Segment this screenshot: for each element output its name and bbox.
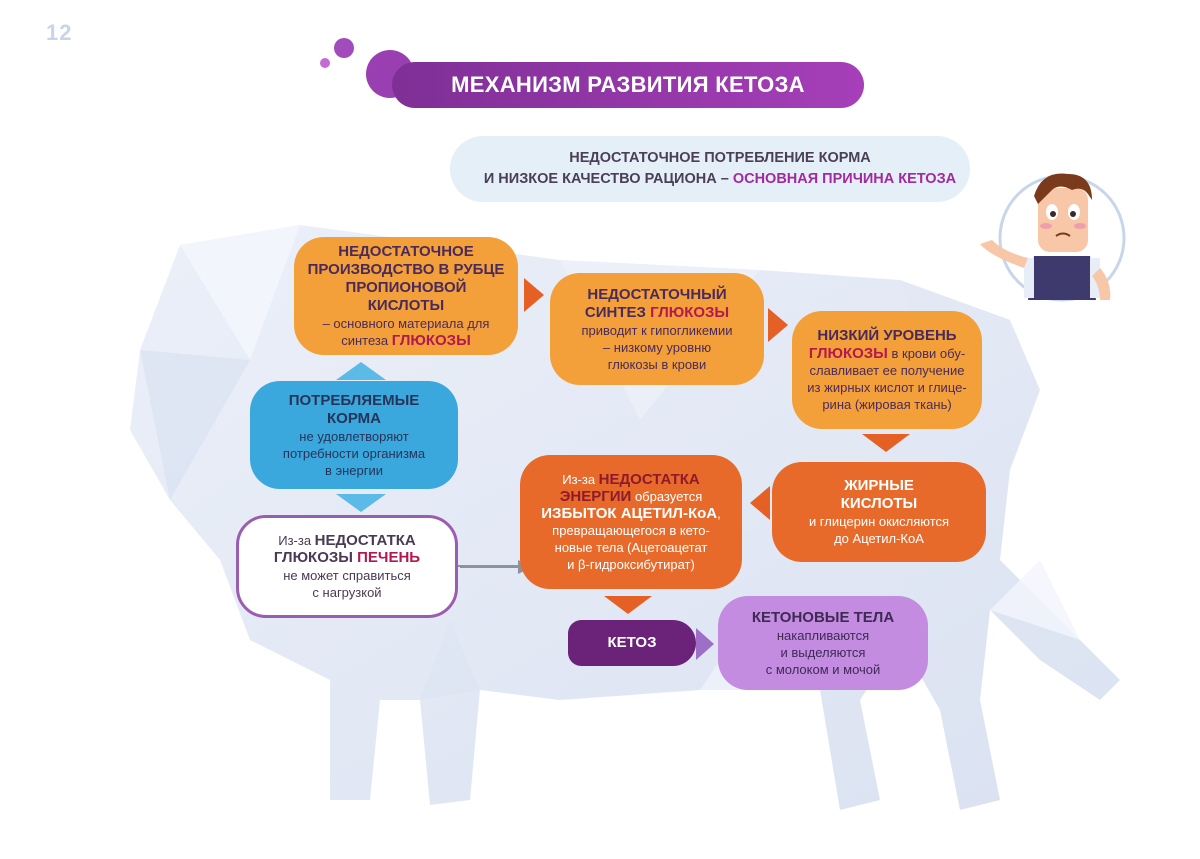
- box-propionic-head-1: НЕДОСТАТОЧНОЕ: [338, 243, 474, 260]
- box-feed-head-1: ПОТРЕБЛЯЕМЫЕ: [288, 391, 420, 409]
- box-liver-body-2: с нагрузкой: [312, 585, 382, 600]
- box-fatty-acids: ЖИРНЫЕ КИСЛОТЫ и глицерин окисляются до …: [772, 462, 986, 562]
- box-lowgl-body-3: из жирных кислот и глице-: [807, 380, 967, 395]
- box-propionic-highlight: ГЛЮКОЗЫ: [391, 332, 471, 349]
- box-acetyl-body-1: превращающегося в кето-: [552, 523, 710, 538]
- arrow-down-1: [862, 434, 910, 452]
- page-title: МЕХАНИЗМ РАЗВИТИЯ КЕТОЗА: [392, 62, 864, 108]
- arrow-right-3: [696, 628, 714, 660]
- subtitle: НЕДОСТАТОЧНОЕ ПОТРЕБЛЕНИЕ КОРМА И НИЗКОЕ…: [440, 148, 1000, 190]
- box-ketosis-label: КЕТОЗ: [607, 634, 657, 651]
- box-acetyl-line-2-plain: образуется: [631, 489, 703, 504]
- box-feed-body-1: не удовлетворяют: [299, 428, 409, 444]
- box-acetyl-body-2: новые тела (Ацетоацетат: [554, 540, 708, 555]
- box-fatty-head-1: ЖИРНЫЕ: [844, 477, 914, 494]
- box-acetyl-line-3-bold: ИЗБЫТОК АЦЕТИЛ-КоА: [541, 505, 718, 522]
- box-lowgl-body-4: рина (жировая ткань): [822, 397, 952, 412]
- worried-boy-illustration: [980, 173, 1126, 302]
- box-glucose-synthesis: НЕДОСТАТОЧНЫЙ СИНТЕЗ ГЛЮКОЗЫ приводит к …: [550, 273, 764, 385]
- box-glsyn-body-1: приводит к гипогликемии: [581, 322, 733, 338]
- box-lowgl-head-1: НИЗКИЙ УРОВЕНЬ: [817, 327, 957, 344]
- subtitle-line-2: И НИЗКОЕ КАЧЕСТВО РАЦИОНА – ОСНОВНАЯ ПРИ…: [440, 169, 1000, 190]
- box-glsyn-head-2-plain: СИНТЕЗ: [584, 303, 651, 321]
- subtitle-bubble: [450, 136, 970, 202]
- box-feed-body-2: потребности организма: [282, 445, 426, 461]
- box-glsyn-head-1: НЕДОСТАТОЧНЫЙ: [587, 285, 727, 303]
- box-lowgl-line-2: ГЛЮКОЗЫ в крови обу-: [804, 345, 970, 362]
- arrow-up-blue: [336, 362, 386, 380]
- arrow-left-1: [750, 486, 770, 520]
- box-acetyl-line-2: ЭНЕРГИИ образуется: [532, 488, 730, 505]
- box-lowgl-body-1: в крови обу-: [887, 346, 966, 361]
- box-consumed-feed: ПОТРЕБЛЯЕМЫЕ КОРМА не удовлетворяют потр…: [250, 381, 458, 489]
- box-glsyn-body-3: глюкозы в крови: [607, 356, 707, 372]
- box-liver-line-1-bold: НЕДОСТАТКА: [314, 532, 416, 549]
- box-fatty-body-2: до Ацетил-КоА: [834, 531, 924, 546]
- box-acetyl-line-1-bold: НЕДОСТАТКА: [598, 471, 700, 488]
- subtitle-line-2-plain: И НИЗКОЕ КАЧЕСТВО РАЦИОНА –: [483, 171, 733, 187]
- box-ketone-bodies: КЕТОНОВЫЕ ТЕЛА накапливаются и выделяютс…: [718, 596, 928, 690]
- box-liver: Из-за НЕДОСТАТКА ГЛЮКОЗЫ ПЕЧЕНЬ не может…: [236, 515, 458, 618]
- box-keto-body-1: накапливаются: [776, 627, 870, 643]
- title-decoration-dot: [320, 58, 330, 68]
- box-feed-body-3: в энергии: [324, 462, 384, 478]
- box-feed-head-2: КОРМА: [327, 409, 381, 427]
- box-acetyl-line-1-plain: Из-за: [562, 472, 599, 487]
- box-lowgl-head-2-accent: ГЛЮКОЗЫ: [808, 345, 888, 362]
- box-keto-head: КЕТОНОВЫЕ ТЕЛА: [751, 608, 895, 626]
- box-acetyl-body-3: и β-гидроксибутират): [567, 557, 695, 572]
- box-acetyl-line-3: ИЗБЫТОК АЦЕТИЛ-КоА,: [532, 505, 730, 522]
- subtitle-line-1: НЕДОСТАТОЧНОЕ ПОТРЕБЛЕНИЕ КОРМА: [569, 150, 871, 166]
- box-keto-body-2: и выделяются: [780, 644, 866, 660]
- box-low-glucose: НИЗКИЙ УРОВЕНЬ ГЛЮКОЗЫ в крови обу- слав…: [792, 311, 982, 429]
- box-propionic-body-2: синтеза ГЛЮКОЗЫ: [306, 332, 506, 349]
- box-liver-line-1-plain: Из-за: [278, 533, 315, 548]
- page-number: 12: [46, 20, 73, 45]
- box-acetyl-line-3-end: ,: [717, 506, 721, 521]
- box-fatty-head-2: КИСЛОТЫ: [840, 495, 918, 512]
- box-liver-line-1: Из-за НЕДОСТАТКА: [251, 532, 443, 549]
- arrow-right-1: [524, 278, 544, 312]
- box-propionic-head-3: ПРОПИОНОВОЙ КИСЛОТЫ: [345, 279, 467, 314]
- box-liver-body-1: не может справиться: [283, 568, 411, 583]
- box-propionic-body-1: – основного материала для: [322, 316, 490, 331]
- box-acetyl-line-1: Из-за НЕДОСТАТКА: [532, 471, 730, 488]
- box-acetyl-coa: Из-за НЕДОСТАТКА ЭНЕРГИИ образуется ИЗБЫ…: [520, 455, 742, 589]
- arrow-right-2: [768, 308, 788, 342]
- box-propionic-head-2: ПРОИЗВОДСТВО В РУБЦЕ: [307, 261, 505, 278]
- box-glsyn-body-2: – низкому уровню: [602, 339, 712, 355]
- box-liver-line-2-accent: ПЕЧЕНЬ: [357, 549, 421, 566]
- box-propionic-body-2-text: синтеза: [341, 333, 392, 348]
- box-liver-line-2: ГЛЮКОЗЫ ПЕЧЕНЬ: [251, 549, 443, 567]
- box-ketosis: КЕТОЗ: [568, 620, 696, 666]
- box-glsyn-head-2: СИНТЕЗ ГЛЮКОЗЫ: [562, 304, 752, 322]
- title-decoration-dot: [334, 38, 354, 58]
- box-propionic-acid: НЕДОСТАТОЧНОЕ ПРОИЗВОДСТВО В РУБЦЕ ПРОПИ…: [294, 237, 518, 355]
- box-keto-body-3: с молоком и мочой: [765, 661, 881, 677]
- box-acetyl-line-2-accent: ЭНЕРГИИ: [559, 488, 632, 505]
- box-glsyn-head-2-accent: ГЛЮКОЗЫ: [650, 303, 730, 321]
- arrow-down-2: [604, 596, 652, 614]
- box-fatty-body-1: и глицерин окисляются: [808, 514, 950, 529]
- subtitle-line-2-accent: ОСНОВНАЯ ПРИЧИНА КЕТОЗА: [732, 171, 957, 187]
- box-lowgl-body-2: славливает ее получение: [809, 363, 965, 378]
- arrow-down-blue: [336, 494, 386, 512]
- box-liver-line-2-bold: ГЛЮКОЗЫ: [273, 549, 358, 566]
